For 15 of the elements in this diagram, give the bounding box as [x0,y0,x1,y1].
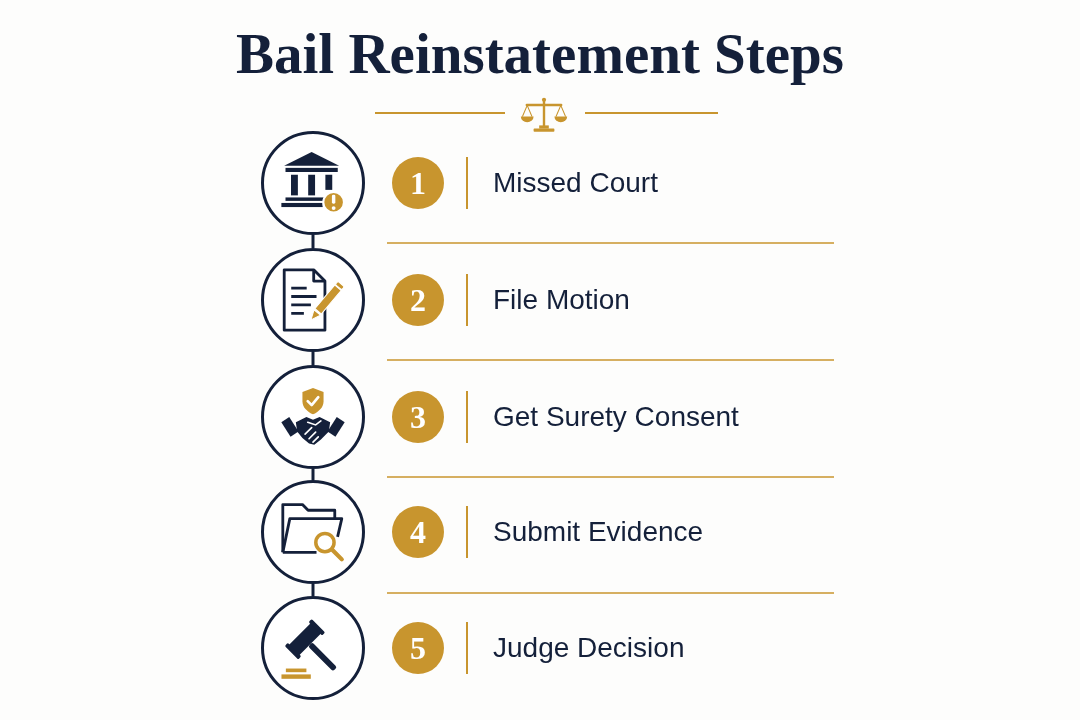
step-label: Missed Court [493,166,658,200]
step-label: File Motion [493,283,630,317]
number-badge: 4 [392,506,444,558]
connector-line [311,352,315,365]
number-badge: 2 [392,274,444,326]
step-label: Judge Decision [493,631,685,665]
number-badge: 5 [392,622,444,674]
number-badge: 1 [392,157,444,209]
connector-line [311,584,315,596]
title: Bail Reinstatement Steps [236,21,844,87]
step-label: Get Surety Consent [493,400,739,434]
connector-line [311,469,315,480]
step-label: Submit Evidence [493,515,704,549]
connector-line [311,235,315,248]
number-badge: 3 [392,391,444,443]
